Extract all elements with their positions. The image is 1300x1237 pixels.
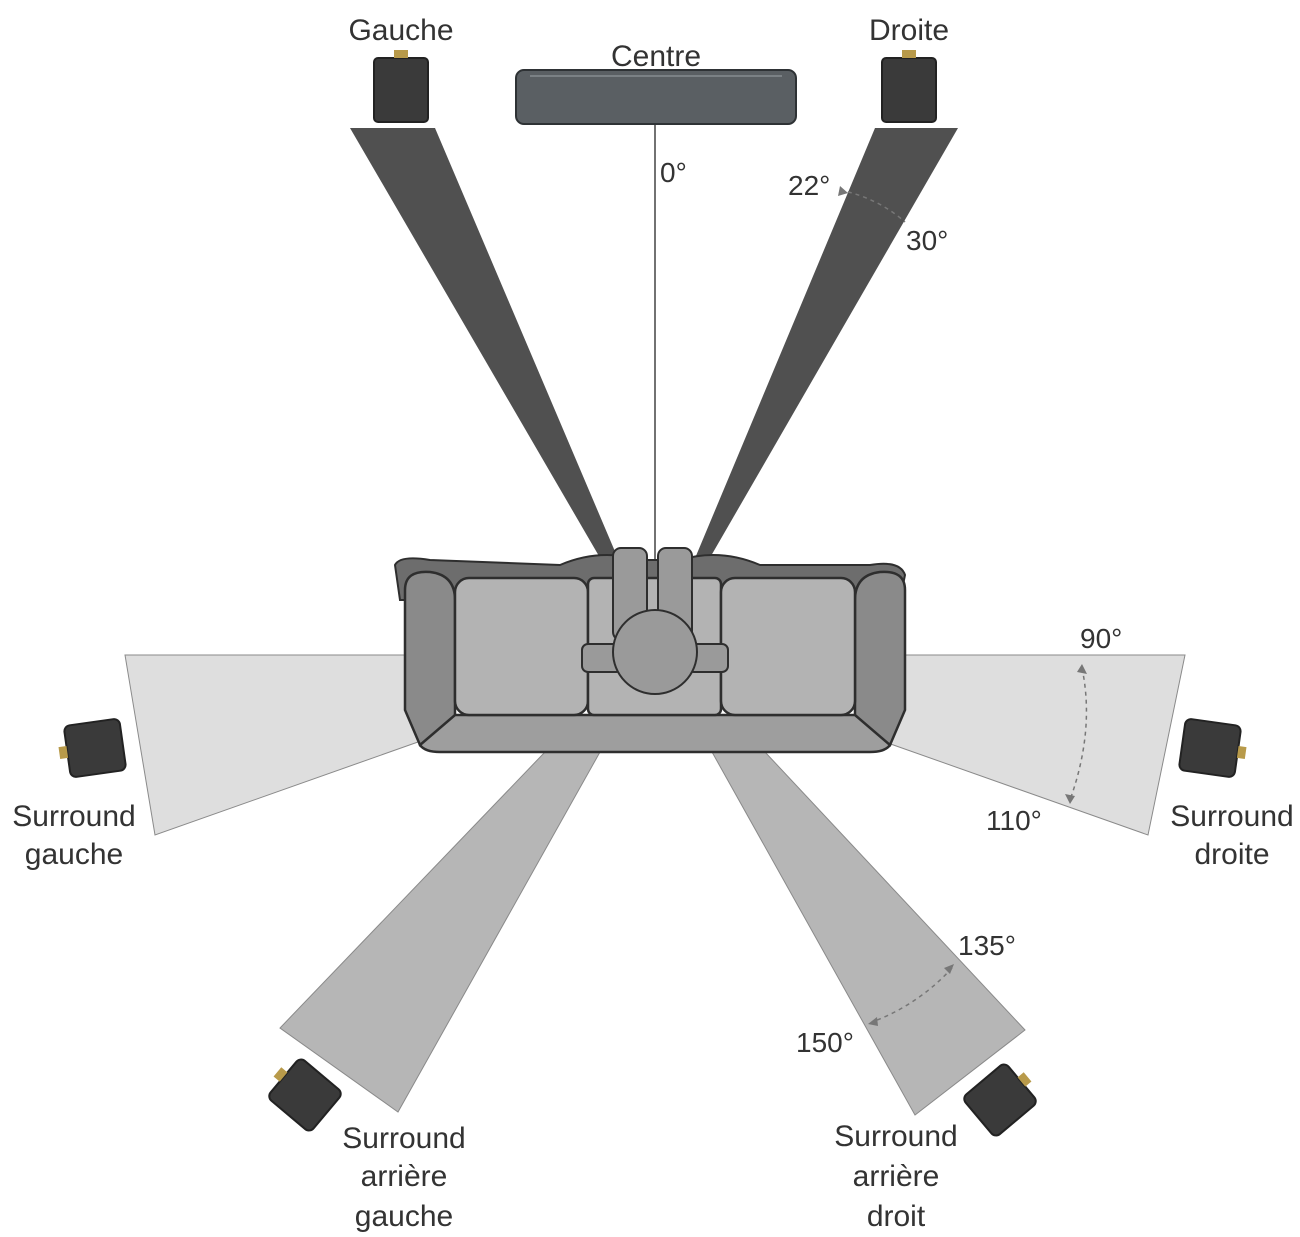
label-surround-back-right-line3: droit xyxy=(867,1200,926,1233)
label-surround-back-left-line1: Surround xyxy=(342,1122,465,1155)
angle-label-side-min: 90° xyxy=(1080,623,1122,654)
sofa-right-arm xyxy=(853,570,907,747)
surround-left-speaker xyxy=(58,718,127,778)
surround-left-beam xyxy=(124,654,426,836)
back-angle-arc xyxy=(871,967,953,1023)
surround-back-left-beam xyxy=(279,751,601,1113)
sofa-right-cushion xyxy=(719,576,857,717)
label-surround-back-left-line3: gauche xyxy=(355,1200,453,1233)
beams xyxy=(124,125,1186,1116)
angle-arcs xyxy=(839,189,1088,1023)
sofa-seat-base xyxy=(418,713,892,754)
label-center: Centre xyxy=(611,40,701,73)
angle-label-side-max: 110° xyxy=(986,805,1042,836)
label-surround-left-line2: gauche xyxy=(25,838,123,871)
surround-back-left-speaker xyxy=(268,1058,342,1132)
angle-label-back-max: 150° xyxy=(796,1027,854,1058)
angle-label-center: 0° xyxy=(660,157,687,188)
front-left-beam xyxy=(350,128,625,575)
listener-head xyxy=(612,609,698,695)
angle-label-back-min: 135° xyxy=(958,930,1016,961)
front-right-beam xyxy=(688,128,958,575)
label-surround-back-right-line1: Surround xyxy=(834,1120,957,1153)
angle-label-front-min: 22° xyxy=(788,170,830,201)
label-surround-right-line1: Surround xyxy=(1170,800,1293,833)
label-surround-right-line2: droite xyxy=(1194,838,1269,871)
label-front-right: Droite xyxy=(869,14,949,47)
label-surround-left-line1: Surround xyxy=(12,800,135,833)
sofa-left-cushion xyxy=(453,576,590,717)
angle-arc-arrowheads xyxy=(838,186,1087,1026)
sofa-left-arm xyxy=(403,570,457,747)
label-surround-back-right-line2: arrière xyxy=(853,1160,940,1193)
front-left-speaker xyxy=(373,50,429,123)
front-angle-arc xyxy=(839,189,906,223)
label-surround-back-left-line2: arrière xyxy=(361,1160,448,1193)
angle-label-front-max: 30° xyxy=(906,225,948,256)
surround-right-speaker xyxy=(1178,718,1247,778)
label-front-left: Gauche xyxy=(348,14,453,47)
front-right-speaker xyxy=(881,50,937,123)
side-angle-arc xyxy=(1069,667,1088,801)
listener xyxy=(581,547,729,695)
center-speaker xyxy=(515,69,797,125)
surround-back-right-speaker xyxy=(963,1063,1037,1137)
